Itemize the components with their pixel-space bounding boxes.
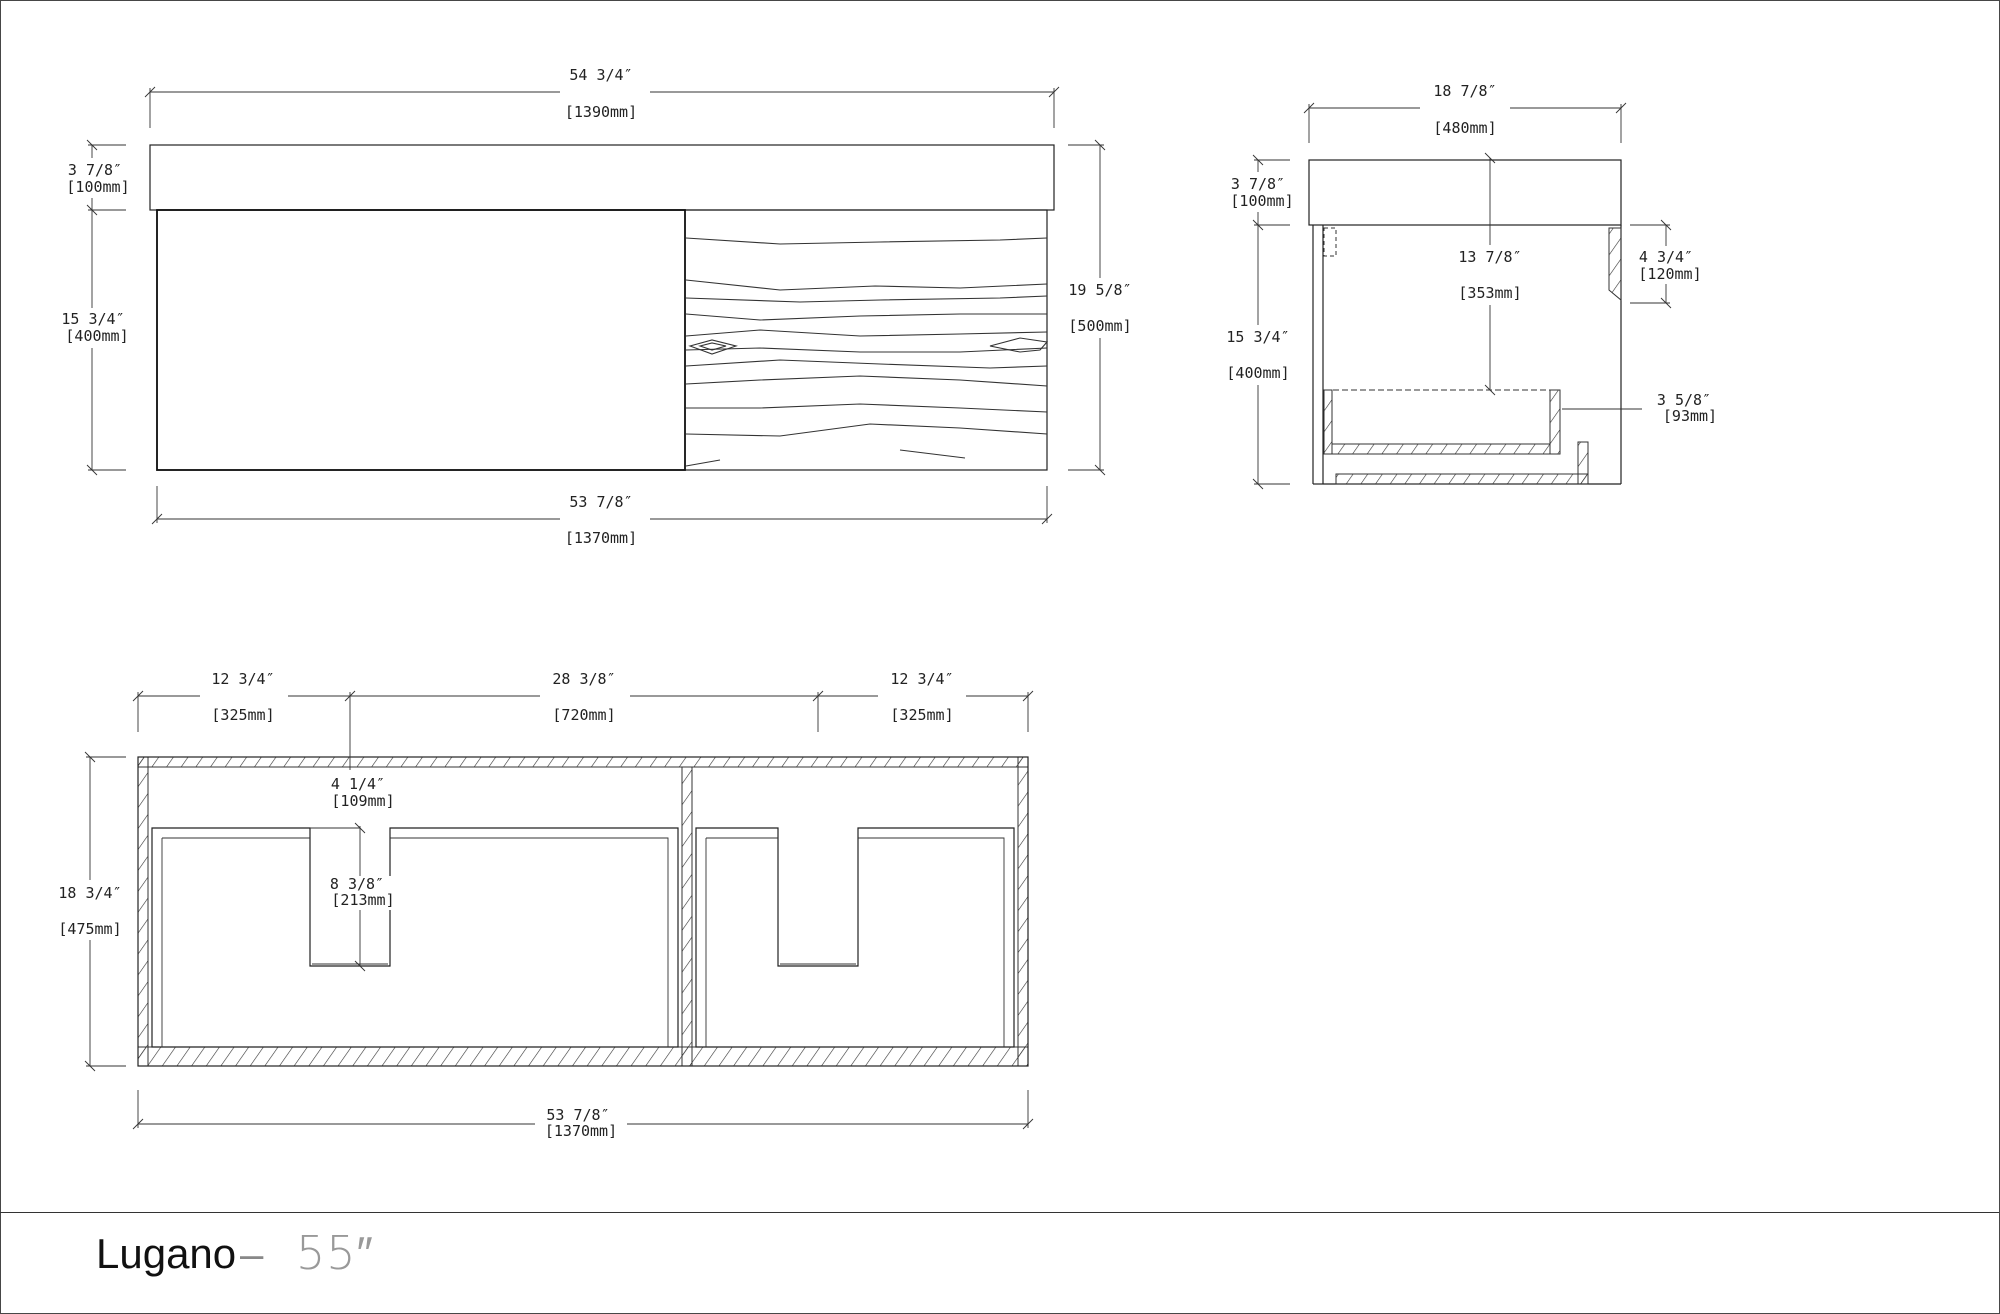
side-upper-gap-in: 4 3/4″	[1639, 248, 1693, 266]
front-body-height-in: 15 3/4″	[61, 310, 124, 328]
side-drawer-in: 3 5/8″	[1657, 391, 1711, 409]
front-cabinet-body	[156, 209, 1048, 471]
plan-width-in: 53 7/8″	[546, 1106, 609, 1124]
plan-notch-width-in: 4 1/4″	[331, 775, 385, 793]
plan-left-mm: [325mm]	[211, 706, 274, 724]
side-depth-in: 18 7/8″	[1433, 82, 1496, 100]
plan-left-in: 12 3/4″	[211, 670, 274, 688]
front-wood-grain	[685, 237, 1049, 467]
plan-width-mm: [1370mm]	[545, 1122, 617, 1140]
title-block	[0, 1212, 1999, 1312]
side-countertop	[1308, 159, 1622, 226]
plan-notch-depth-mm: [213mm]	[331, 891, 394, 909]
plan-right-in: 12 3/4″	[890, 670, 953, 688]
front-body-width-mm: [1370mm]	[565, 529, 637, 547]
product-name: Lugano	[96, 1230, 237, 1277]
front-body-height-mm: [400mm]	[65, 327, 128, 345]
plan-center-mm: [720mm]	[552, 706, 615, 724]
side-depth-mm: [480mm]	[1433, 119, 1496, 137]
front-overall-width-in: 54 3/4″	[569, 66, 632, 84]
plan-right-mm: [325mm]	[890, 706, 953, 724]
side-inner-height-in: 13 7/8″	[1458, 248, 1521, 266]
side-body-height-mm: [400mm]	[1226, 364, 1289, 382]
front-body-width-in: 53 7/8″	[569, 493, 632, 511]
plan-depth-mm: [475mm]	[58, 920, 121, 938]
front-countertop	[149, 144, 1055, 211]
side-drawer-mm: [93mm]	[1663, 407, 1717, 425]
front-top-height-in: 3 7/8″	[68, 161, 122, 179]
front-view: 54 3/4″ [1390mm] 3 7/8″ [100mm] 15 3/4″ …	[58, 62, 1145, 550]
product-size: 55″	[296, 1226, 374, 1280]
side-inner-height-mm: [353mm]	[1458, 284, 1521, 302]
front-total-height-mm: [500mm]	[1068, 317, 1131, 335]
side-upper-gap-mm: [120mm]	[1638, 265, 1701, 283]
front-left-panel	[156, 209, 686, 471]
front-total-height-in: 19 5/8″	[1068, 281, 1131, 299]
plan-depth-in: 18 3/4″	[58, 884, 121, 902]
front-top-height-mm: [100mm]	[66, 178, 129, 196]
side-body-height-in: 15 3/4″	[1226, 328, 1289, 346]
side-top-height-mm: [100mm]	[1230, 192, 1293, 210]
plan-notch-width-mm: [109mm]	[331, 792, 394, 810]
plan-outline	[137, 756, 1029, 1067]
front-overall-width-mm: [1390mm]	[565, 103, 637, 121]
plan-notch-depth-in: 8 3/8″	[330, 875, 384, 893]
plan-center-in: 28 3/8″	[552, 670, 615, 688]
side-top-height-in: 3 7/8″	[1231, 175, 1285, 193]
plan-view: 4 1/4″ [109mm] 8 3/8″ [213mm] 12 3/4″ [3…	[52, 666, 1034, 1143]
side-view: 18 7/8″ [480mm] 3 7/8″ [100mm] 15 3/4″ […	[1222, 78, 1717, 490]
title-separator: –	[240, 1230, 264, 1277]
